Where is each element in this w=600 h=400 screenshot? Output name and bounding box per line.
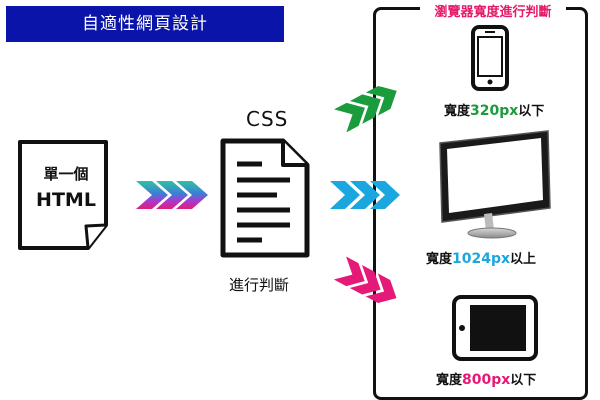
- page-title: 自適性網頁設計: [6, 6, 284, 42]
- device-label-tablet: 寬度800px以下: [436, 372, 537, 388]
- frame-title: 瀏覽器寬度進行判斷: [434, 5, 552, 20]
- device-width-phone: 320px: [470, 103, 519, 119]
- css-label: CSS: [246, 107, 289, 131]
- device-label-phone: 寬度320px以下: [444, 103, 545, 119]
- html-line2: HTML: [36, 189, 96, 211]
- judge-caption: 進行判斷: [229, 276, 290, 294]
- device-width-tablet: 800px: [462, 372, 511, 388]
- device-label-desktop: 寬度1024px以上: [426, 251, 537, 267]
- html-line1: 單一個: [43, 165, 89, 183]
- device-width-desktop: 1024px: [452, 251, 511, 267]
